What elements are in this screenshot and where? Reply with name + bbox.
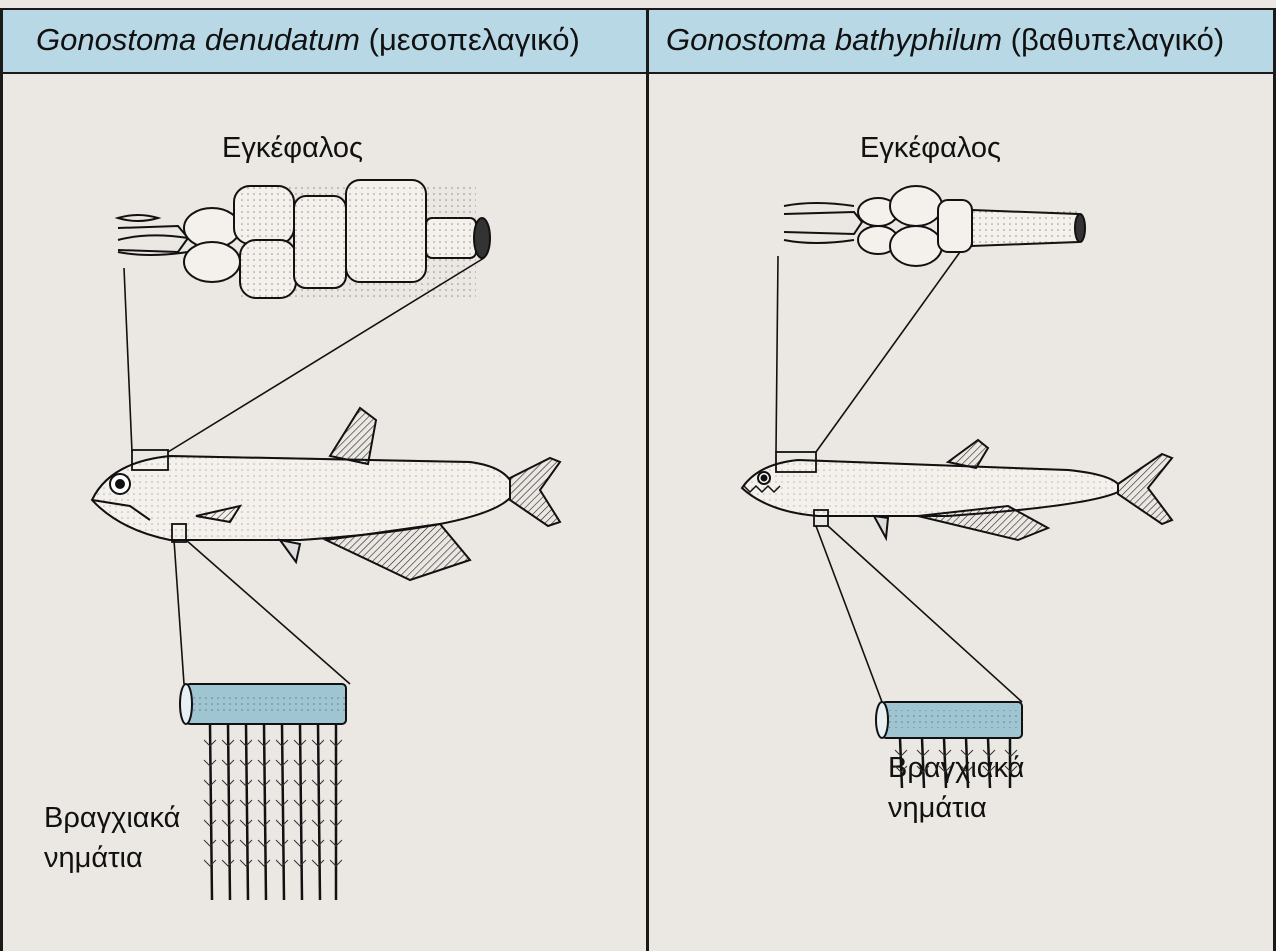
fish-illustration-left [92, 408, 560, 580]
frame-left-border [0, 8, 3, 951]
left-illustrations [0, 0, 648, 951]
fish-illustration-right [742, 440, 1172, 540]
right-illustrations [648, 0, 1276, 951]
panel-bathypelagic: Gonostoma bathyphilum (βαθυπελαγικό) Εγκ… [648, 0, 1276, 951]
gill-filaments-left [180, 684, 346, 900]
brain-illustration-left [118, 180, 490, 298]
panel-mesopelagic: Gonostoma denudatum (μεσοπελαγικό) Εγκέφ… [0, 0, 648, 951]
panel-divider [646, 8, 649, 951]
gill-zoom-lines-left [174, 540, 350, 684]
gill-filaments-right [876, 702, 1022, 788]
gill-zoom-lines-right [816, 526, 1022, 702]
brain-zoom-lines-right [776, 252, 960, 452]
brain-illustration-right [784, 186, 1085, 266]
